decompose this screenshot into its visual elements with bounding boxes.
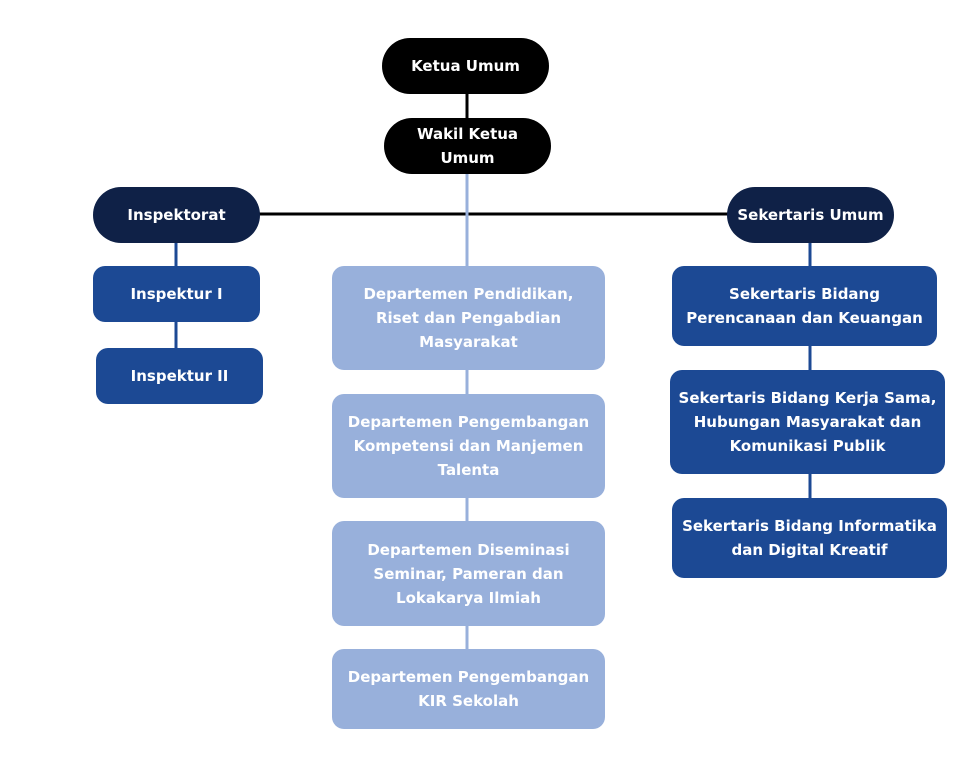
- inspektur-1-node: Inspektur I: [93, 266, 260, 322]
- inspektorat-label: Inspektorat: [127, 206, 226, 224]
- ketua-umum-label: Ketua Umum: [411, 57, 520, 75]
- dept-diseminasi-label: Departemen Diseminasi Seminar, Pameran d…: [367, 540, 570, 607]
- dept-kompetensi-label: Departemen Pengembangan Kompetensi dan M…: [347, 413, 590, 479]
- dept-kir-label: Departemen Pengembangan KIR Sekolah: [347, 668, 590, 710]
- dept-kompetensi-node: Departemen Pengembangan Kompetensi dan M…: [332, 394, 605, 498]
- sekertaris-umum-node: Sekertaris Umum: [727, 187, 894, 243]
- sekertaris-informatika-label: Sekertaris Bidang Informatika dan Digita…: [682, 517, 937, 559]
- dept-pendidikan-label: Departemen Pendidikan, Riset dan Pengabd…: [363, 285, 574, 351]
- wakil-ketua-label: Wakil Ketua Umum: [416, 125, 519, 167]
- sekertaris-umum-label: Sekertaris Umum: [737, 206, 884, 224]
- sekertaris-perencanaan-label: Sekertaris Bidang Perencanaan dan Keuang…: [686, 285, 923, 327]
- dept-diseminasi-node: Departemen Diseminasi Seminar, Pameran d…: [332, 521, 605, 626]
- sekertaris-perencanaan-node: Sekertaris Bidang Perencanaan dan Keuang…: [672, 266, 937, 346]
- inspektur-2-label: Inspektur II: [130, 367, 229, 385]
- wakil-ketua-node: Wakil Ketua Umum: [384, 118, 551, 174]
- inspektur-1-label: Inspektur I: [130, 285, 223, 303]
- dept-pendidikan-node: Departemen Pendidikan, Riset dan Pengabd…: [332, 266, 605, 370]
- dept-kir-node: Departemen Pengembangan KIR Sekolah: [332, 649, 605, 729]
- sekertaris-informatika-node: Sekertaris Bidang Informatika dan Digita…: [672, 498, 947, 578]
- inspektur-2-node: Inspektur II: [96, 348, 263, 404]
- sekertaris-kerjasama-label: Sekertaris Bidang Kerja Sama, Hubungan M…: [678, 389, 937, 455]
- ketua-umum-node: Ketua Umum: [382, 38, 549, 94]
- sekertaris-kerjasama-node: Sekertaris Bidang Kerja Sama, Hubungan M…: [670, 370, 945, 474]
- inspektorat-node: Inspektorat: [93, 187, 260, 243]
